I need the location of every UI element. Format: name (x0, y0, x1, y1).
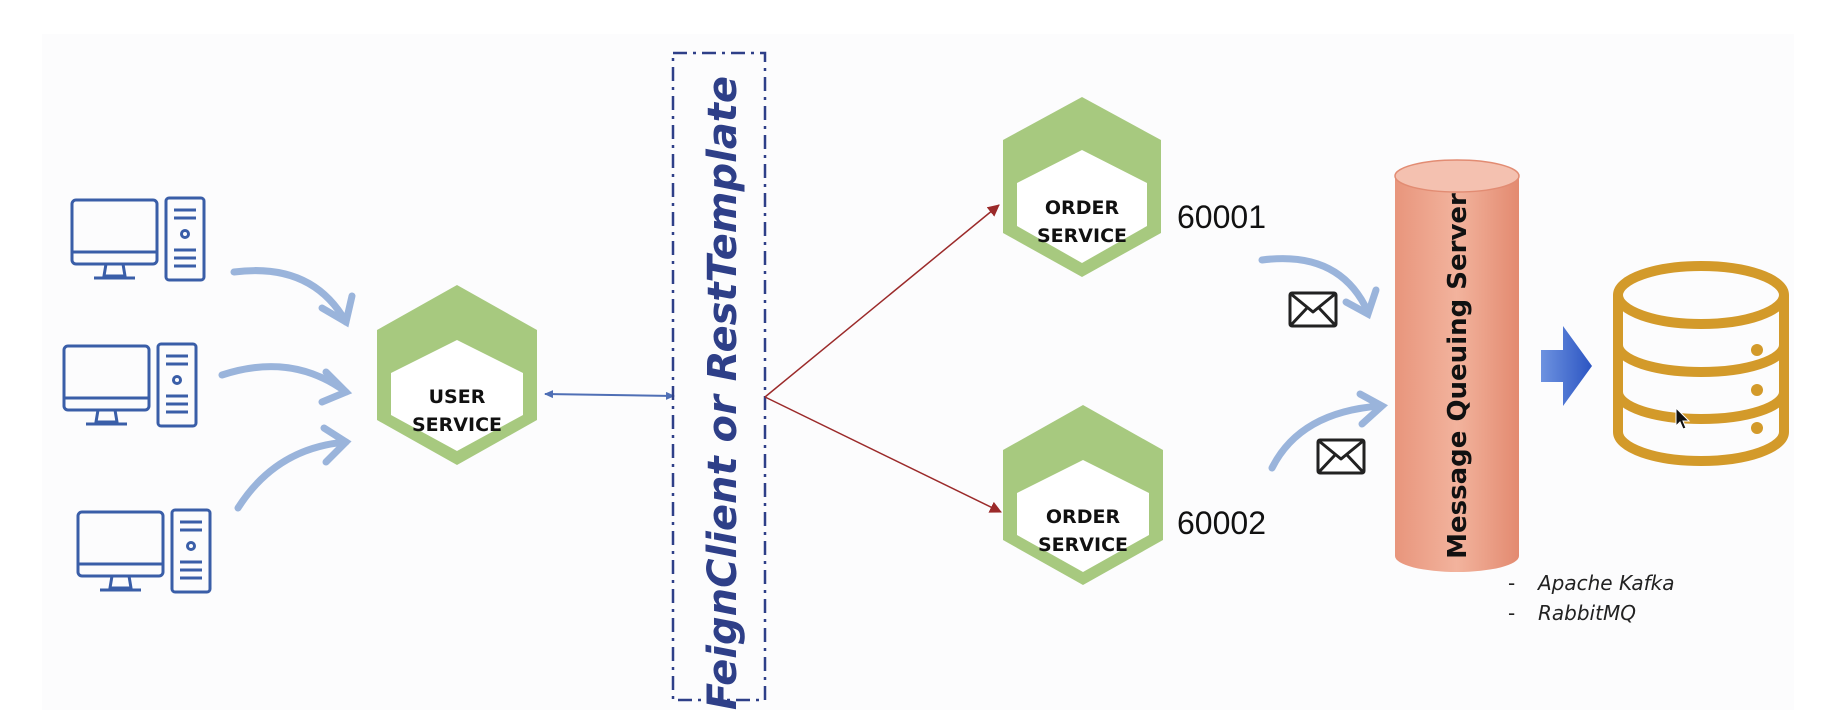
message-queue-label: Message Queuing Server (1443, 193, 1473, 559)
curved-arrow-2 (218, 363, 353, 406)
order-service-2-port: 60002 (1177, 505, 1266, 541)
queue-cylinder-body (1395, 176, 1519, 572)
broker-dash-2: - (1508, 601, 1515, 625)
order-service-node-1: ORDER SERVICE (1003, 97, 1161, 277)
desktop-computer-icon (62, 342, 198, 428)
curved-arrow-3 (234, 424, 352, 512)
gateway-dashed-border (671, 51, 767, 702)
user-service-face (391, 340, 523, 451)
user-service-node: USER SERVICE (377, 285, 537, 465)
broker-name-1: Apache Kafka (1536, 571, 1675, 595)
order-service-face-1 (1017, 150, 1147, 263)
client-computer-3 (76, 508, 212, 594)
order-service-1-label-line1: ORDER (1045, 197, 1120, 219)
database-icon (1613, 261, 1789, 466)
queue-cylinder-top (1394, 159, 1520, 193)
desktop-computer-icon (76, 508, 212, 594)
client-computer-2 (62, 342, 198, 428)
order-service-node-2: ORDER SERVICE (1003, 405, 1163, 585)
blue-arrow-icon (1541, 326, 1592, 406)
broker-name-2: RabbitMQ (1538, 601, 1636, 625)
order-service-2-label-line2: SERVICE (1038, 534, 1128, 556)
envelope-icon-2 (1316, 438, 1366, 475)
order-service-2-label-line1: ORDER (1046, 506, 1121, 528)
mouse-pointer-icon (1675, 406, 1691, 430)
client-computer-1 (70, 196, 206, 282)
message-arrow-1 (1258, 255, 1380, 320)
user-service-label-line1: USER (429, 386, 486, 408)
route-line-order-2 (764, 396, 1002, 513)
gateway-label: FeignClient or RestTemplate (700, 76, 746, 710)
envelope-icon-1 (1288, 291, 1338, 328)
order-service-1-label-line2: SERVICE (1037, 225, 1127, 247)
order-service-1-port: 60001 (1177, 199, 1266, 235)
curved-arrow-1 (230, 267, 356, 328)
message-queue-server: Message Queuing Server (1394, 159, 1520, 572)
user-gateway-connector (544, 390, 675, 400)
client-request-arrows (218, 267, 356, 512)
desktop-computer-icon (70, 196, 206, 282)
route-line-order-1 (764, 204, 1000, 398)
user-service-label-line2: SERVICE (412, 414, 502, 436)
message-flow-arrows (1258, 255, 1389, 472)
broker-list: - Apache Kafka - RabbitMQ (1508, 571, 1675, 625)
gateway-box: FeignClient or RestTemplate (671, 51, 767, 710)
message-arrow-2 (1268, 390, 1389, 472)
order-service-face-2 (1017, 460, 1149, 572)
broker-dash-1: - (1508, 571, 1515, 595)
